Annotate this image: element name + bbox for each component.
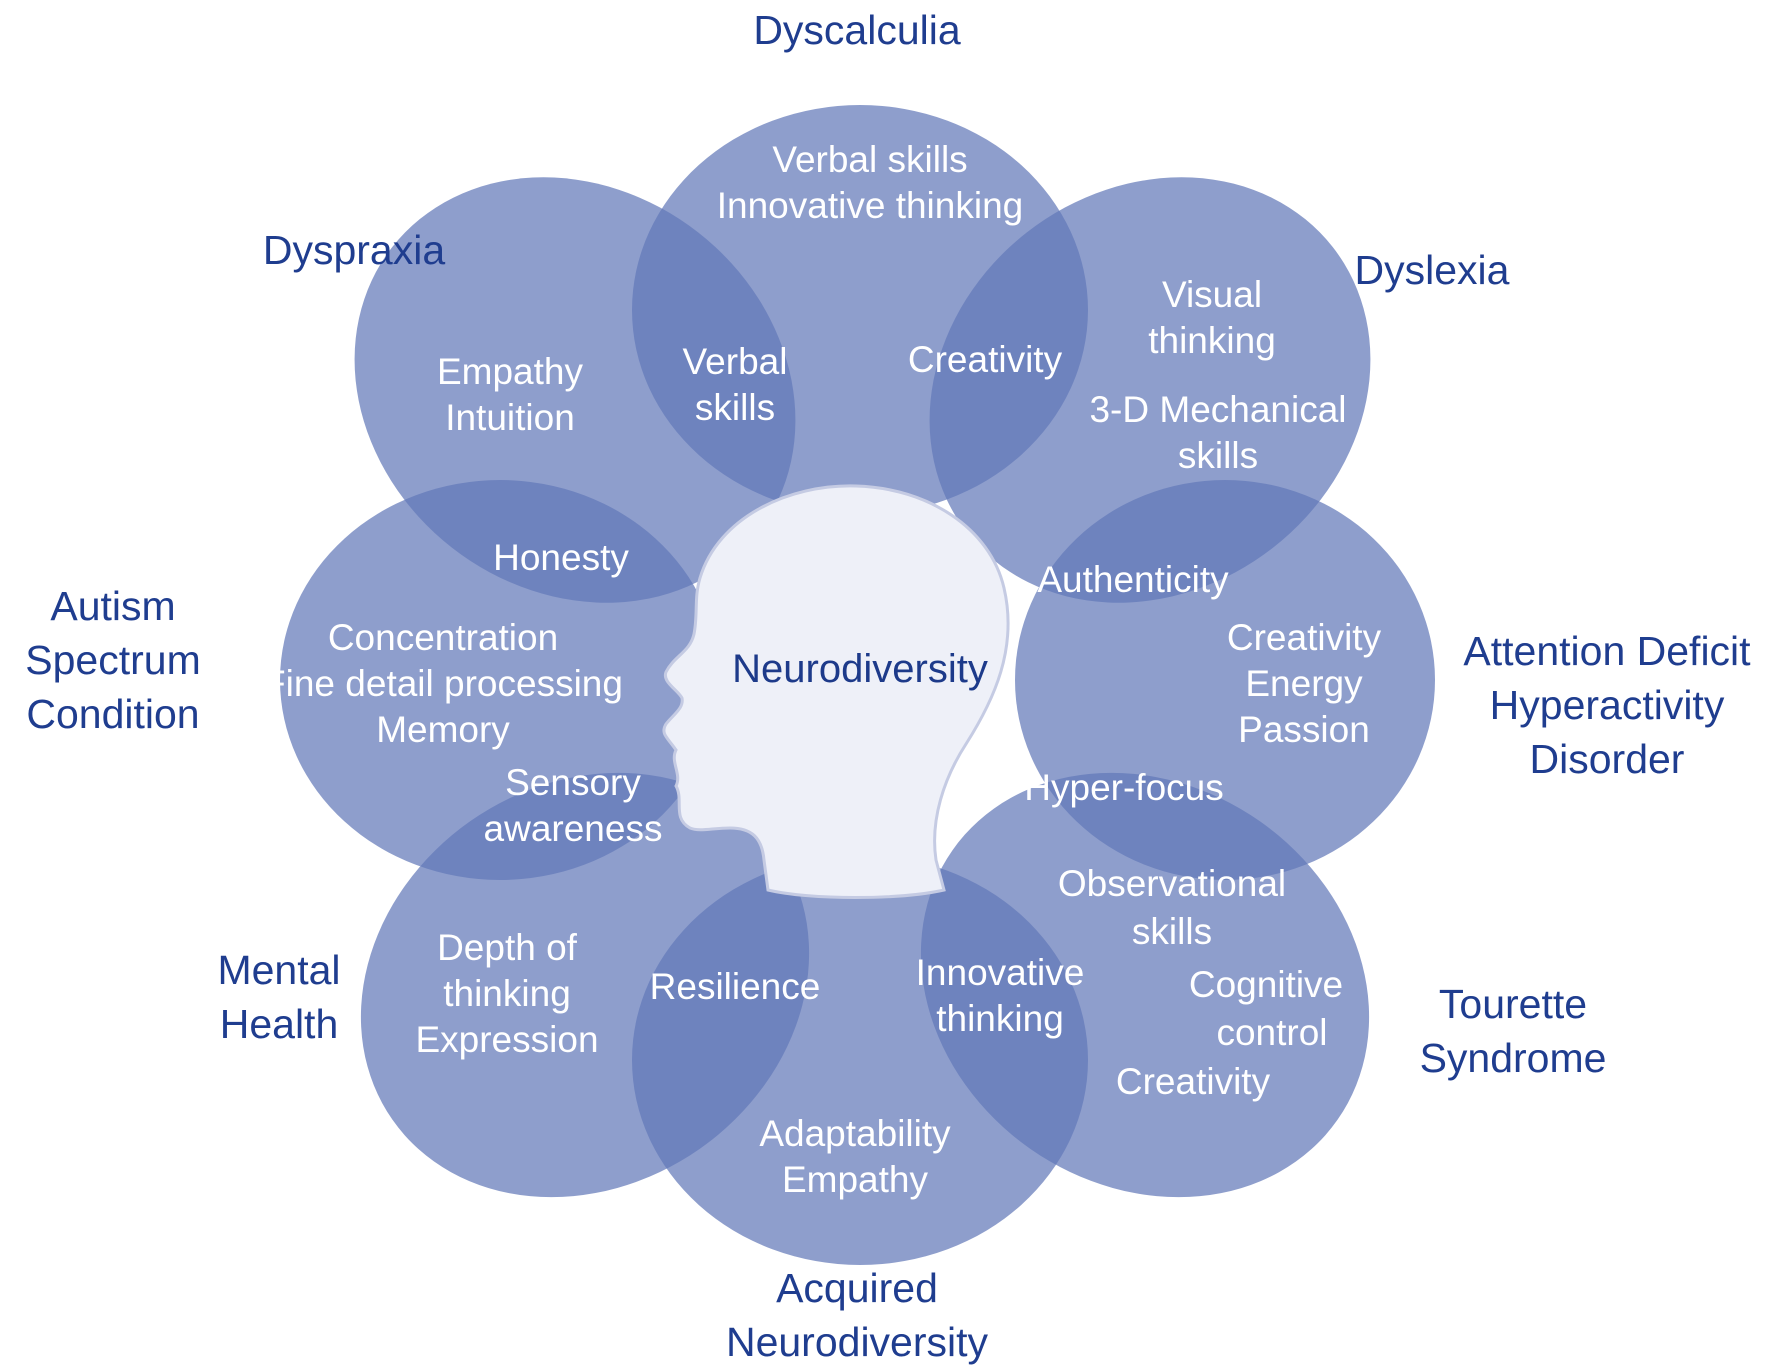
condition-label-dyslexia-line: Dyslexia bbox=[1355, 247, 1510, 293]
shared-strength-dyslexia-adhd-line: Authenticity bbox=[1037, 559, 1229, 600]
strength-text-tourette-observational: Observational skills bbox=[1058, 863, 1286, 952]
strength-text-adhd-line: Energy bbox=[1245, 663, 1363, 704]
strength-text-dyspraxia-line: Intuition bbox=[445, 397, 575, 438]
shared-strength-tourette-acquired: Innovative thinking bbox=[916, 952, 1085, 1039]
strength-text-dyscalculia-line: Innovative thinking bbox=[717, 185, 1023, 226]
condition-label-autism-line: Autism bbox=[50, 583, 175, 629]
strength-text-autism-line: Memory bbox=[376, 709, 510, 750]
strength-text-adhd-line: Creativity bbox=[1227, 617, 1382, 658]
shared-strength-tourette-acquired-line: Innovative bbox=[916, 952, 1085, 993]
condition-label-adhd-line: Attention Deficit bbox=[1463, 628, 1751, 674]
shared-strength-autism-dyspraxia: Honesty bbox=[493, 537, 629, 578]
condition-label-autism-line: Condition bbox=[26, 691, 199, 737]
shared-strength-adhd-tourette-line: Hyper-focus bbox=[1024, 767, 1223, 808]
shared-strength-dyslexia-adhd: Authenticity bbox=[1037, 559, 1229, 600]
condition-label-autism-line: Spectrum bbox=[25, 637, 200, 683]
strength-text-dyslexia-visual: Visual thinking bbox=[1148, 274, 1276, 361]
shared-strength-mental-health-autism-line: awareness bbox=[484, 808, 663, 849]
shared-strength-dyspraxia-dyscalculia-line: skills bbox=[695, 387, 775, 428]
condition-label-tourette-line: Syndrome bbox=[1420, 1035, 1607, 1081]
shared-strength-mental-health-autism-line: Sensory bbox=[505, 762, 641, 803]
strength-text-acquired-line: Adaptability bbox=[759, 1113, 951, 1154]
strength-text-acquired-line: Empathy bbox=[782, 1159, 929, 1200]
condition-label-adhd-line: Hyperactivity bbox=[1490, 682, 1725, 728]
shared-strength-mental-health-autism: Sensory awareness bbox=[484, 762, 663, 849]
condition-label-mental-health-line: Health bbox=[220, 1001, 339, 1047]
strength-text-adhd-line: Passion bbox=[1238, 709, 1370, 750]
condition-label-dyscalculia-line: Dyscalculia bbox=[753, 7, 961, 53]
shared-strength-dyscalculia-dyslexia-line: Creativity bbox=[908, 339, 1063, 380]
strength-text-tourette-observational-line: skills bbox=[1132, 911, 1212, 952]
shared-strength-dyscalculia-dyslexia: Creativity bbox=[908, 339, 1063, 380]
condition-label-dyspraxia: Dyspraxia bbox=[263, 227, 445, 273]
shared-strength-tourette-acquired-line: thinking bbox=[936, 998, 1064, 1039]
condition-label-adhd-line: Disorder bbox=[1530, 736, 1685, 782]
shared-strength-acquired-mental-health: Resilience bbox=[650, 966, 821, 1007]
strength-text-dyspraxia-line: Empathy bbox=[437, 351, 584, 392]
strength-text-dyslexia-mechanical-line: 3-D Mechanical bbox=[1089, 389, 1346, 430]
strength-text-tourette-observational-line: Observational bbox=[1058, 863, 1286, 904]
condition-label-tourette-line: Tourette bbox=[1439, 981, 1587, 1027]
petals-group bbox=[280, 105, 1435, 1265]
shared-strength-adhd-tourette: Hyper-focus bbox=[1024, 767, 1223, 808]
strength-text-tourette-cognitive-line: Creativity bbox=[1116, 1061, 1271, 1102]
strength-text-dyscalculia-line: Verbal skills bbox=[772, 139, 967, 180]
strength-text-mental-health-line: Depth of bbox=[437, 927, 578, 968]
shared-strength-dyspraxia-dyscalculia-line: Verbal bbox=[683, 341, 788, 382]
shared-strength-acquired-mental-health-line: Resilience bbox=[650, 966, 821, 1007]
condition-label-acquired-line: Neurodiversity bbox=[726, 1319, 989, 1365]
strength-text-mental-health-line: Expression bbox=[415, 1019, 598, 1060]
condition-label-dyslexia: Dyslexia bbox=[1355, 247, 1510, 293]
strength-text-autism-line: Concentration bbox=[328, 617, 558, 658]
center-head: Neurodiversity bbox=[662, 484, 1010, 899]
human-head-silhouette-icon bbox=[662, 484, 1010, 899]
strength-text-dyslexia-mechanical: 3-D Mechanical skills bbox=[1089, 389, 1346, 476]
petal-dyspraxia bbox=[354, 177, 796, 603]
strength-text-dyslexia-visual-line: Visual bbox=[1162, 274, 1262, 315]
strength-text-mental-health-line: thinking bbox=[443, 973, 571, 1014]
strength-text-tourette-cognitive-line: control bbox=[1216, 1012, 1327, 1053]
condition-label-acquired-line: Acquired bbox=[776, 1265, 938, 1311]
condition-label-dyspraxia-line: Dyspraxia bbox=[263, 227, 445, 273]
center-label: Neurodiversity bbox=[732, 647, 988, 691]
petal-mental-health bbox=[360, 772, 810, 1198]
condition-label-mental-health-line: Mental bbox=[217, 947, 340, 993]
strength-text-autism-line: Fine detail processing bbox=[263, 663, 623, 704]
shared-strength-dyspraxia-dyscalculia: Verbal skills bbox=[683, 341, 788, 428]
strength-text-dyslexia-mechanical-line: skills bbox=[1178, 435, 1258, 476]
strength-text-tourette-cognitive-line: Cognitive bbox=[1189, 964, 1343, 1005]
condition-label-dyscalculia: Dyscalculia bbox=[753, 7, 961, 53]
shared-strength-autism-dyspraxia-line: Honesty bbox=[493, 537, 629, 578]
strength-text-dyslexia-visual-line: thinking bbox=[1148, 320, 1276, 361]
